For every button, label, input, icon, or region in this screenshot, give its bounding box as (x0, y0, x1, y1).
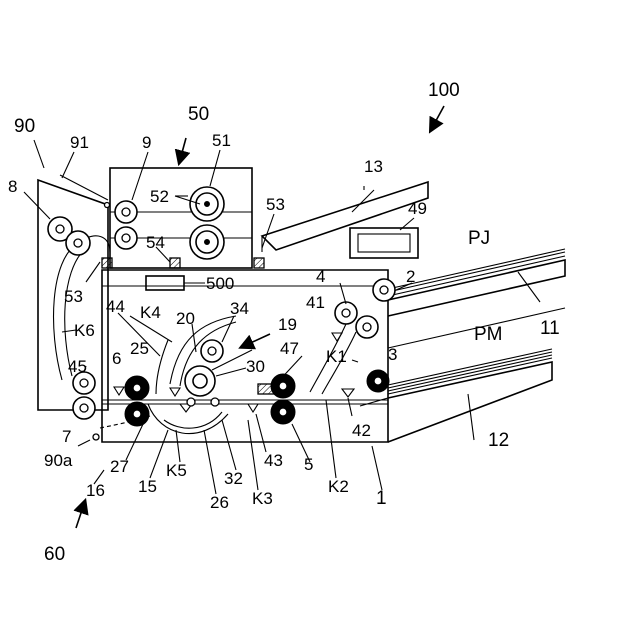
label-500: 500 (206, 274, 234, 293)
label-26: 26 (210, 493, 229, 512)
label-3: 3 (388, 345, 397, 364)
label-2: 2 (406, 267, 415, 286)
label-5: 5 (304, 455, 313, 474)
label-47: 47 (280, 339, 299, 358)
label-11: 11 (540, 318, 560, 339)
label-49: 49 (408, 199, 427, 218)
label-K1: K1 (326, 347, 347, 366)
label-32: 32 (224, 469, 243, 488)
operation-panel (350, 228, 418, 258)
label-4: 4 (316, 267, 325, 286)
reference-labels: 100 90 91 8 9 50 51 52 53 13 49 PJ 54 53… (8, 80, 560, 565)
label-PM: PM (474, 324, 503, 345)
label-25: 25 (130, 339, 149, 358)
label-9: 9 (142, 133, 151, 152)
reader-unit (102, 168, 264, 268)
label-53-upper: 53 (266, 195, 285, 214)
label-PJ: PJ (468, 228, 490, 249)
label-60: 60 (44, 544, 65, 565)
label-K5: K5 (166, 461, 187, 480)
label-12: 12 (488, 430, 509, 451)
label-51: 51 (212, 131, 231, 150)
label-54: 54 (146, 233, 165, 252)
label-6: 6 (112, 349, 121, 368)
label-13: 13 (364, 157, 383, 176)
label-K6: K6 (74, 321, 95, 340)
label-K3: K3 (252, 489, 273, 508)
label-16: 16 (86, 481, 105, 500)
label-90: 90 (14, 116, 35, 137)
sensor-500-box (146, 276, 184, 290)
label-1: 1 (376, 488, 387, 509)
label-100: 100 (428, 80, 460, 101)
label-19: 19 (278, 315, 297, 334)
label-34: 34 (230, 299, 249, 318)
label-50: 50 (188, 104, 209, 125)
label-44: 44 (106, 297, 125, 316)
label-K4: K4 (140, 303, 161, 322)
label-43: 43 (264, 451, 283, 470)
label-41: 41 (306, 293, 325, 312)
label-42: 42 (352, 421, 371, 440)
label-15: 15 (138, 477, 157, 496)
label-90a: 90a (44, 451, 73, 470)
label-30: 30 (246, 357, 265, 376)
label-20: 20 (176, 309, 195, 328)
label-7: 7 (62, 427, 71, 446)
side-cover (38, 175, 110, 440)
label-8: 8 (8, 177, 17, 196)
document-tray (262, 182, 428, 252)
label-52: 52 (150, 187, 169, 206)
label-53-lower: 53 (64, 287, 83, 306)
label-K2: K2 (328, 477, 349, 496)
label-27: 27 (110, 457, 129, 476)
label-91: 91 (70, 133, 89, 152)
label-45: 45 (68, 357, 87, 376)
